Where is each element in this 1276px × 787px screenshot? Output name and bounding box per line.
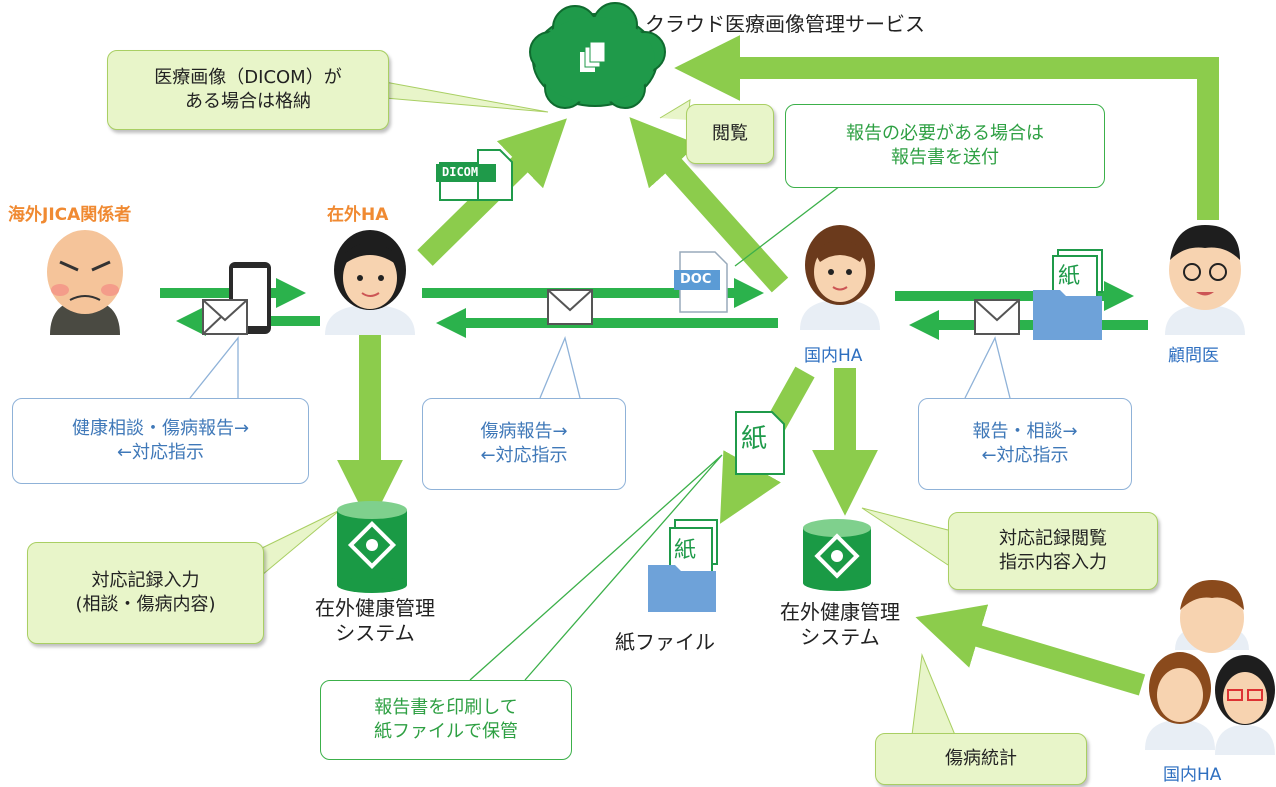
callout-stats: 傷病統計 (875, 733, 1087, 785)
envelope-icon-left (202, 299, 248, 335)
overseas-jica-label: 海外JICA関係者 (8, 205, 132, 225)
callout-report-right-line1: 報告・相談→ (972, 420, 1078, 442)
dicom-document-icon (436, 149, 513, 201)
pointer-report-right (964, 336, 1011, 399)
callout-record-browse-line2: 指示内容入力 (999, 552, 1107, 573)
pointer-record-browse (861, 507, 949, 566)
callout-print-store: 報告書を印刷して 紙ファイルで保管 (320, 680, 572, 760)
domestic-ha-group-label: 国内HA (1163, 765, 1222, 785)
callout-report-send: 報告の必要がある場合は 報告書を送付 (785, 104, 1105, 188)
callout-print-store-line2: 紙ファイルで保管 (374, 721, 518, 742)
callout-report-mid-line2: ←対応指示 (480, 445, 568, 466)
domestic-ha-person-icon (800, 225, 880, 330)
callout-consult-left-line2: ←対応指示 (116, 442, 205, 463)
database-icon-right (803, 519, 871, 591)
domestic-ha-label: 国内HA (804, 346, 863, 366)
callout-record-input-line2: (相談・傷病内容) (75, 594, 216, 615)
system-right-label: 在外健康管理 システム (755, 600, 925, 650)
doc-document-icon (674, 251, 728, 313)
paper-file-label: 紙ファイル (615, 630, 715, 654)
overseas-ha-label: 在外HA (327, 205, 389, 225)
system-left-label: 在外健康管理 システム (290, 596, 460, 646)
pointer-dicom (384, 81, 549, 113)
callout-report-right-line2: ←対応指示 (981, 445, 1069, 466)
callout-report-mid: 傷病報告→ ←対応指示 (422, 398, 626, 490)
system-left-line1: 在外健康管理 (315, 596, 435, 620)
callout-consult-left: 健康相談・傷病報告→ ←対応指示 (12, 398, 309, 484)
advisor-label: 顧問医 (1168, 346, 1219, 366)
paper-sheet-icon (735, 411, 785, 475)
overseas-jica-person-icon (47, 230, 123, 335)
callout-print-store-line1: 報告書を印刷して (374, 696, 518, 718)
system-right-line1: 在外健康管理 (780, 600, 900, 624)
pointer-consult-left (189, 336, 239, 399)
database-icon-left (337, 501, 407, 593)
paper-folder-right-label: 紙 (1058, 264, 1081, 289)
pointer-report-send (734, 185, 841, 267)
callout-dicom-store-line2: ある場合は格納 (185, 91, 311, 112)
pointer-report-mid (539, 335, 581, 399)
domestic-ha-group-icon (1145, 580, 1275, 755)
arrow-domestic-ha-to-cloud (629, 117, 789, 293)
callout-browse: 閲覧 (686, 104, 774, 164)
callout-stats-text: 傷病統計 (945, 747, 1017, 769)
callout-dicom-store-line1: 医療画像（DICOM）が (154, 66, 342, 88)
pointer-record-input (261, 509, 341, 576)
paper-folder-icon-right (1033, 249, 1103, 340)
paper-sheet-label: 紙 (741, 424, 768, 454)
callout-browse-text: 閲覧 (712, 122, 748, 144)
arrow-advisor-to-cloud (674, 35, 1219, 220)
system-right-line2: システム (800, 625, 880, 649)
envelope-icon-right (974, 299, 1020, 335)
cloud-title: クラウド医療画像管理サービス (645, 12, 925, 36)
callout-record-browse: 対応記録閲覧 指示内容入力 (948, 512, 1158, 590)
paper-folder-bottom-label: 紙 (674, 538, 697, 563)
overseas-ha-person-icon (325, 230, 415, 335)
callout-consult-left-line1: 健康相談・傷病報告→ (71, 417, 250, 439)
system-left-line2: システム (335, 621, 415, 645)
dicom-label: DICOM (442, 165, 479, 179)
callout-record-input-line1: 対応記録入力 (91, 569, 200, 591)
envelope-icon-middle (547, 289, 593, 325)
callout-record-input: 対応記録入力 (相談・傷病内容) (27, 542, 264, 644)
paper-folder-icon-bottom (648, 519, 718, 612)
callout-report-right: 報告・相談→ ←対応指示 (918, 398, 1132, 490)
cloud-icon (529, 2, 666, 109)
pointer-stats (911, 653, 956, 736)
advisor-person-icon (1165, 225, 1245, 335)
doc-label: DOC (680, 272, 712, 287)
callout-report-mid-line1: 傷病報告→ (480, 420, 568, 442)
callout-dicom-store: 医療画像（DICOM）が ある場合は格納 (107, 50, 389, 130)
callout-report-send-line1: 報告の必要がある場合は (846, 122, 1044, 144)
callout-report-send-line2: 報告書を送付 (891, 147, 999, 168)
callout-record-browse-line1: 対応記録閲覧 (999, 527, 1107, 549)
pointer-print (469, 454, 723, 681)
arrow-group-to-db (915, 604, 1146, 696)
